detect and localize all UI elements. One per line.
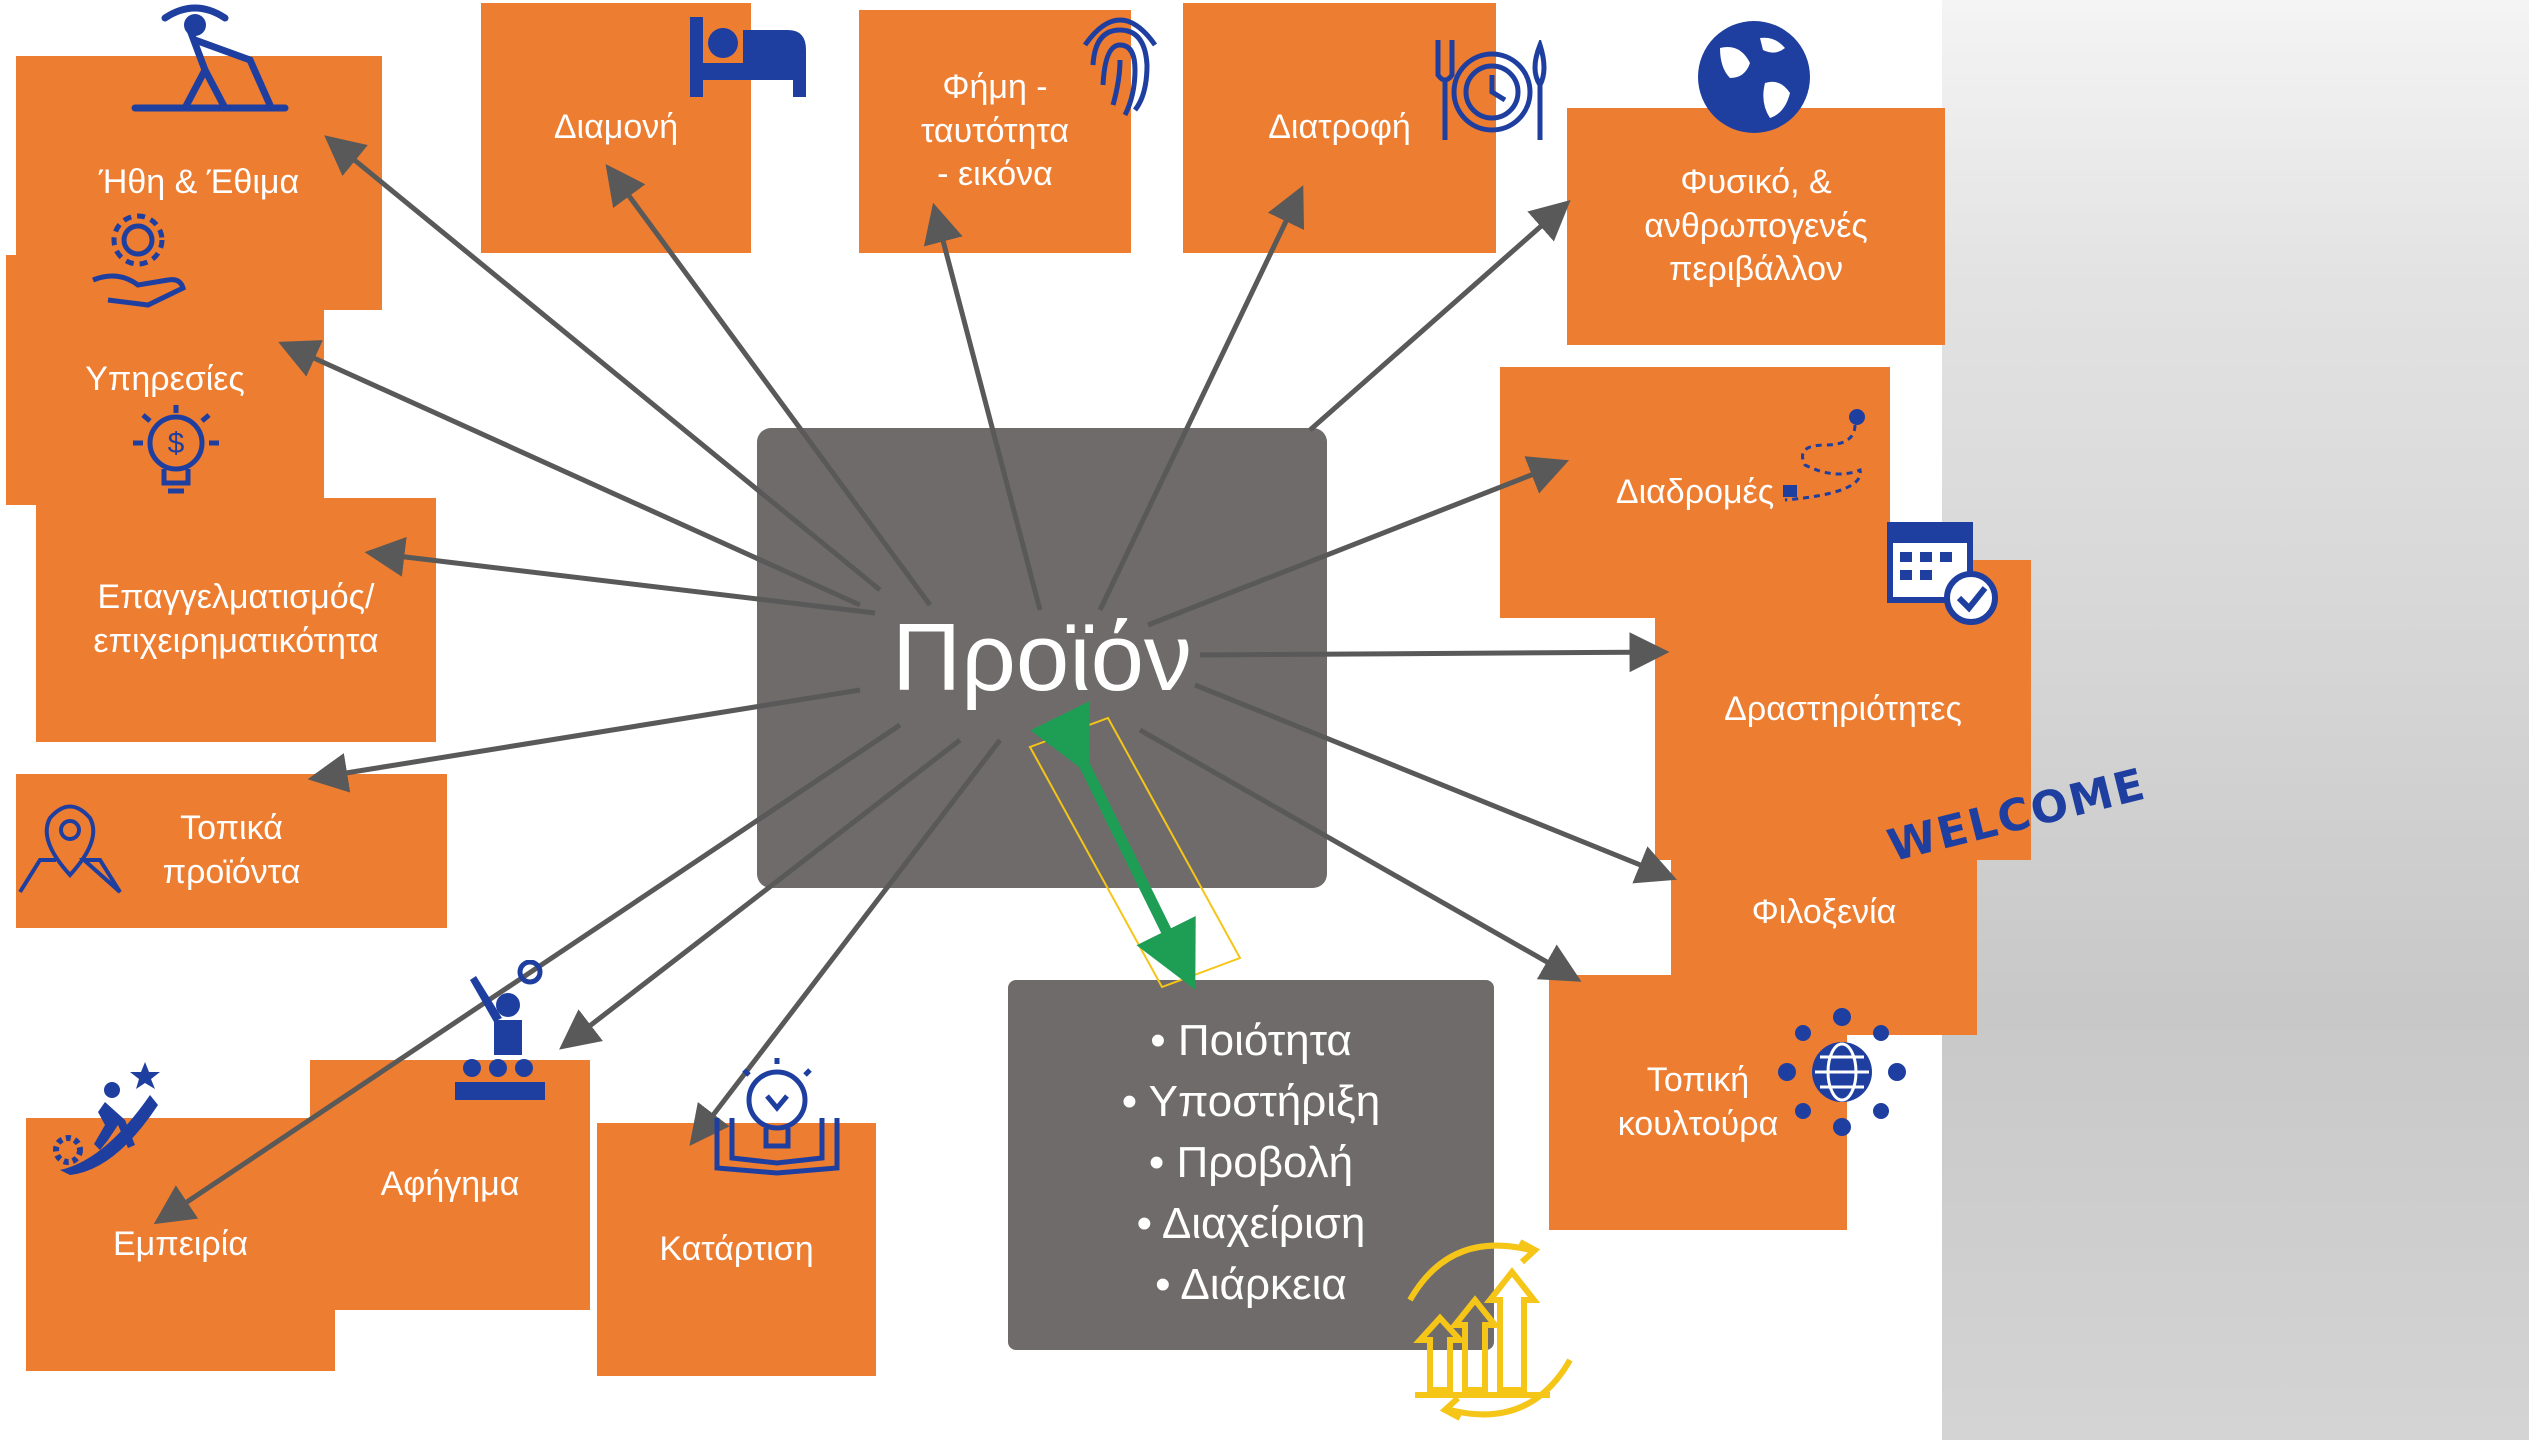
- money-bulb-icon: $: [133, 405, 219, 494]
- label-perivallon: Φυσικό, & ανθρωπογενές περιβάλλον: [1644, 163, 1868, 289]
- box-topiki: Τοπική κουλτούρα: [1549, 975, 1847, 1230]
- arrow-to-ithi: [324, 135, 882, 592]
- label-diamoni: Διαμονή: [553, 108, 679, 147]
- label-afigima: Αφήγημα: [380, 1165, 520, 1204]
- label-ithi: Ήθη & Έθιμα: [98, 163, 300, 202]
- label-drastiriotites: Δραστηριότητες: [1724, 690, 1962, 729]
- box-epaggelmatismos: Επαγγελματισμός/ επιχειρηματικότητα: [36, 498, 436, 742]
- bed-icon: [690, 17, 806, 97]
- center-label: Προϊόν: [891, 604, 1193, 711]
- box-afigima: Αφήγημα: [310, 1060, 590, 1310]
- globe-icon: [1698, 21, 1810, 133]
- label-topika: Τοπικά προϊόντα: [162, 809, 301, 891]
- quality-item: Διάρκεια: [1008, 1254, 1494, 1315]
- arrow-to-diamoni: [605, 163, 933, 607]
- arrow-to-fimi: [923, 202, 1043, 611]
- map-pin-icon: [18, 804, 122, 894]
- climber-icon: [53, 1062, 160, 1175]
- network-globe-icon: [1778, 1008, 1906, 1136]
- quality-list: Ποιότητα Υποστήριξη Προβολή Διαχείριση Δ…: [1008, 980, 1494, 1315]
- background-photo: [1942, 0, 2529, 1440]
- growth-cycle-icon: [1407, 1239, 1573, 1421]
- label-katartisi: Κατάρτιση: [659, 1229, 814, 1268]
- farmer-icon: [131, 4, 289, 112]
- label-fimi: Φήμη - ταυτότητα - εικόνα: [920, 68, 1069, 194]
- label-diatrofi: Διατροφή: [1268, 108, 1411, 147]
- arrow-to-afigima: [559, 738, 962, 1050]
- book-bulb-icon: [714, 1058, 840, 1176]
- quality-box: Ποιότητα Υποστήριξη Προβολή Διαχείριση Δ…: [1008, 980, 1494, 1350]
- arrow-to-perivallon: [1308, 200, 1571, 432]
- calendar-check-icon: [1887, 522, 1998, 625]
- arrow-to-topika: [307, 687, 861, 793]
- label-filoxenia: Φιλοξενία: [1751, 892, 1897, 931]
- label-topiki: Τοπική κουλτούρα: [1617, 1060, 1779, 1143]
- arrow-to-topiki: [1138, 727, 1582, 982]
- arrow-to-drastiriotites: [1199, 632, 1670, 673]
- label-ypiresies: Υπηρεσίες: [85, 360, 245, 399]
- highlight-frame: [1028, 716, 1242, 989]
- box-perivallon: Φυσικό, & ανθρωπογενές περιβάλλον: [1567, 108, 1945, 345]
- dining-icon: [1435, 40, 1547, 140]
- quality-item: Προβολή: [1008, 1132, 1494, 1193]
- svg-text:$: $: [168, 427, 185, 460]
- box-fimi: Φήμη - ταυτότητα - εικόνα: [859, 10, 1131, 253]
- quality-item: Διαχείριση: [1008, 1193, 1494, 1254]
- quality-item: Υποστήριξη: [1008, 1071, 1494, 1132]
- arrow-to-ypiresies: [278, 340, 862, 608]
- green-double-arrow: [1030, 701, 1196, 990]
- box-diamoni: Διαμονή: [481, 3, 751, 253]
- quality-item: Ποιότητα: [1008, 1010, 1494, 1071]
- label-empeiria: Εμπειρία: [113, 1224, 248, 1263]
- arrow-to-diadromes: [1147, 456, 1569, 628]
- gear-hand-icon: [92, 213, 187, 308]
- arrow-to-empeiria: [153, 722, 902, 1225]
- fingerprint-icon: [1082, 17, 1158, 117]
- route-icon: [1783, 409, 1865, 502]
- arrow-to-diatrofi: [1097, 185, 1305, 612]
- speaker-icon: [455, 960, 545, 1100]
- box-katartisi: Κατάρτιση: [597, 1123, 876, 1376]
- arrow-to-filoxenia: [1194, 682, 1677, 884]
- label-diadromes: Διαδρομές: [1615, 472, 1775, 511]
- label-epaggelmatismos: Επαγγελματισμός/ επιχειρηματικότητα: [93, 578, 379, 660]
- arrow-to-epaggelmatismos: [364, 536, 876, 616]
